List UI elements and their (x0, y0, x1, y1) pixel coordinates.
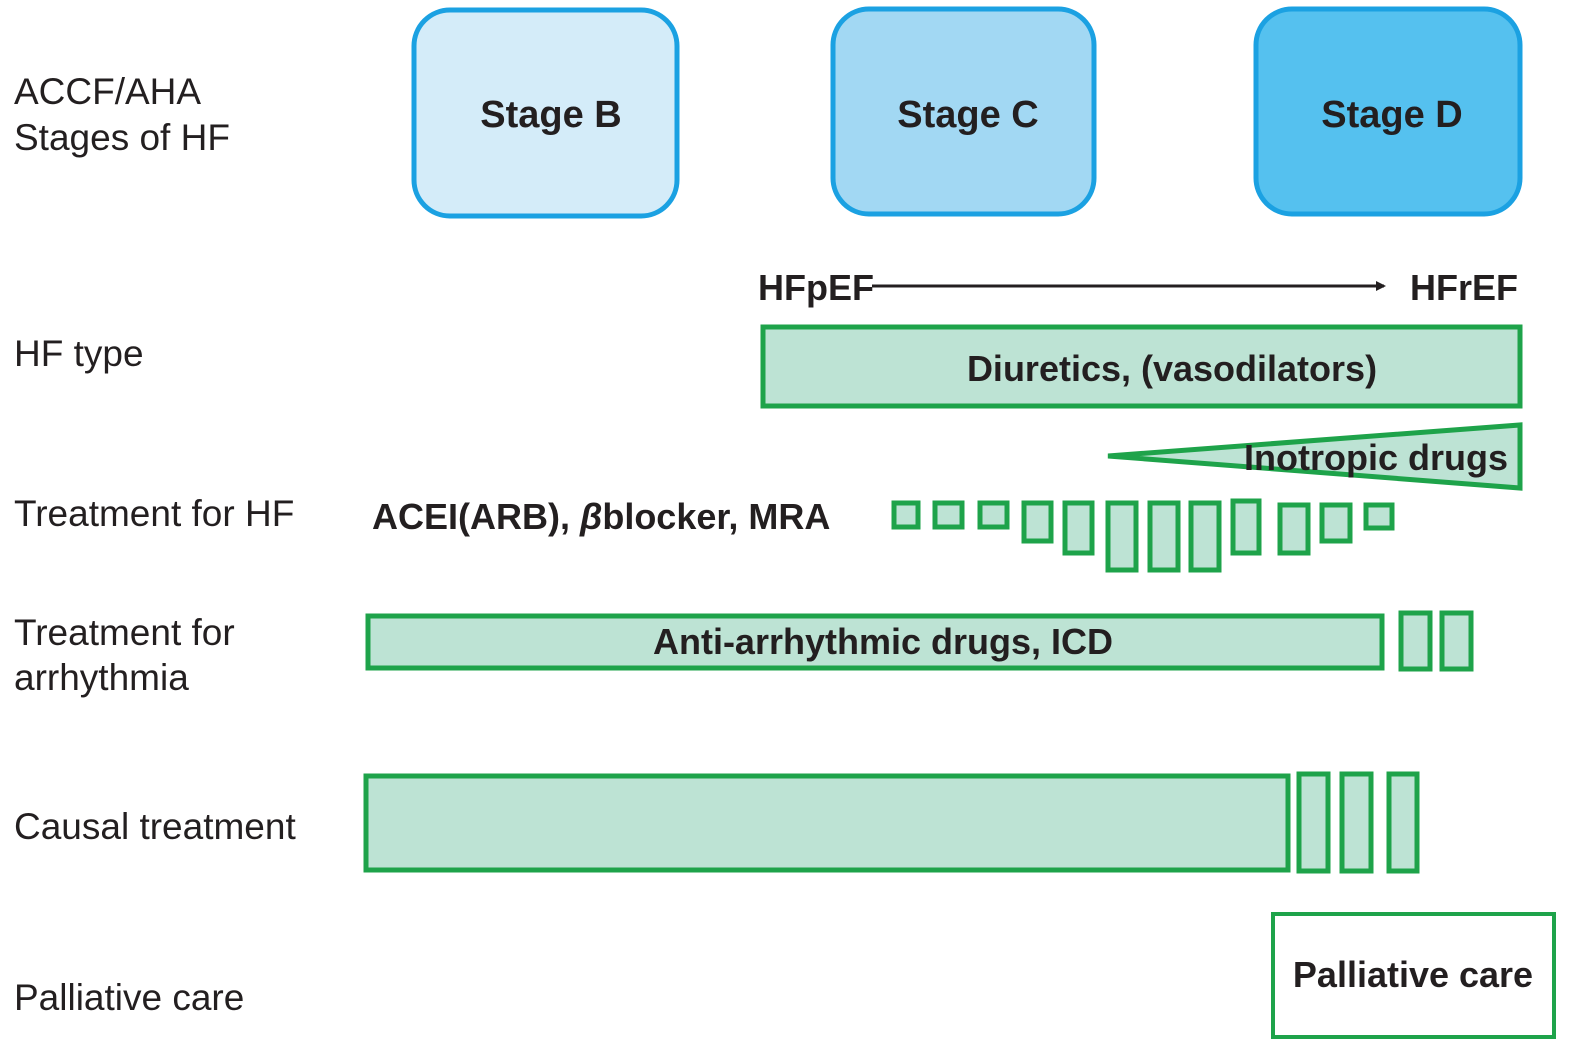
diuretics-bar: Diuretics, (vasodilators) (760, 324, 1523, 409)
beta-symbol: β (579, 496, 602, 537)
palliative-care-label: Palliative care (1293, 954, 1533, 995)
arrhythmia-extension-blocks (1398, 610, 1474, 672)
acei-label-part2: blocker, MRA (602, 496, 830, 537)
causal-block (1386, 771, 1420, 874)
inotropic-wedge: Inotropic drugs (1107, 422, 1523, 491)
acei-label-part1: ACEI(ARB), (372, 496, 580, 537)
stage-b-label: Stage B (480, 94, 621, 136)
row-label-palliative: Palliative care (14, 977, 244, 1018)
acei-block (891, 500, 921, 530)
row-label-hf-type: HF type (14, 333, 144, 374)
row-label-arrhythmia-line2: arrhythmia (14, 657, 189, 698)
stage-c-box: Stage C (830, 6, 1097, 217)
acei-block (1319, 502, 1353, 544)
acei-block (1230, 498, 1262, 556)
arrhythmia-label: Anti-arrhythmic drugs, ICD (653, 621, 1113, 662)
acei-block (1363, 502, 1395, 531)
hfref-label: HFrEF (1410, 267, 1518, 308)
palliative-care-box: Palliative care (1271, 912, 1556, 1039)
acei-block (1021, 500, 1054, 544)
diuretics-label: Diuretics, (vasodilators) (967, 348, 1377, 389)
acei-block (932, 500, 965, 530)
row-label-stages-line1: ACCF/AHA (14, 71, 201, 112)
acei-block (977, 500, 1010, 530)
stage-b-box: Stage B (411, 7, 680, 219)
arrhythmia-block (1439, 610, 1474, 672)
causal-block (1339, 771, 1374, 874)
row-label-arrhythmia-line1: Treatment for (14, 612, 235, 653)
row-label-treatment-hf: Treatment for HF (14, 493, 294, 534)
stage-d-label: Stage D (1321, 94, 1462, 136)
causal-block (1296, 771, 1331, 874)
acei-block (1188, 500, 1222, 573)
acei-block (1062, 500, 1095, 556)
causal-extension-blocks (1296, 771, 1420, 874)
row-label-causal: Causal treatment (14, 806, 296, 847)
row-label-stages-line2: Stages of HF (14, 117, 230, 158)
causal-treatment-bar (363, 773, 1291, 873)
acei-label: ACEI(ARB), βblocker, MRA (372, 496, 830, 537)
arrhythmia-bar: Anti-arrhythmic drugs, ICD (365, 613, 1385, 671)
arrhythmia-block (1398, 610, 1433, 672)
acei-block (1147, 500, 1181, 573)
acei-block (1105, 500, 1139, 573)
inotropic-label: Inotropic drugs (1244, 437, 1508, 478)
acei-dose-blocks (891, 498, 1395, 573)
stage-c-label: Stage C (897, 94, 1038, 136)
hfpef-label: HFpEF (758, 267, 874, 308)
stage-d-box: Stage D (1253, 6, 1523, 217)
acei-block (1277, 502, 1311, 556)
